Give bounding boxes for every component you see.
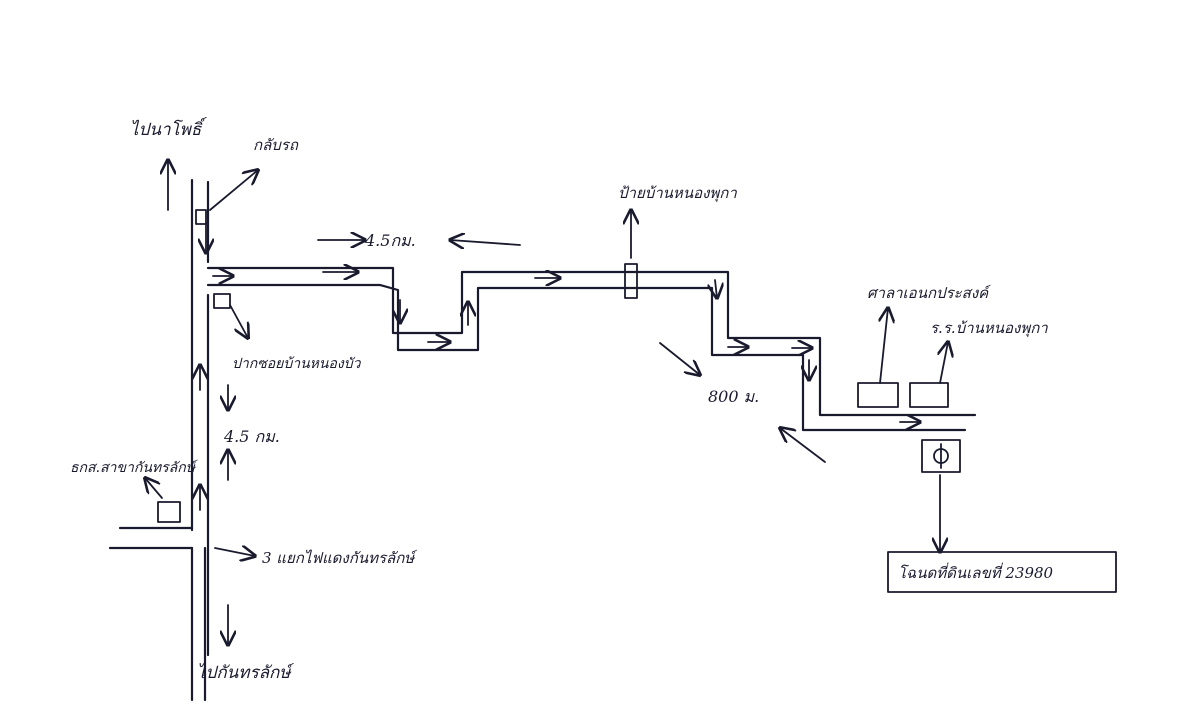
label-side-road-junction: ปากซอยบ้านหนองบัว <box>232 356 362 372</box>
label-to-north: ไปนาโพธิ์ <box>130 117 207 140</box>
label-facility-1: ศาลาเอนกประสงค์ <box>867 284 991 302</box>
map-labels: ไปนาโพธิ์ กลับรถ 4.5กม. ป้ายบ้านหนองพุกา… <box>70 117 1054 683</box>
label-village-sign: ป้ายบ้านหนองพุกา <box>618 184 737 202</box>
label-facility-2: ร.ร.บ้านหนองพุกา <box>930 319 1048 337</box>
label-distance-main-road: 4.5 กม. <box>223 427 280 446</box>
label-u-turn: กลับรถ <box>253 136 299 154</box>
distance-arrows <box>317 240 826 463</box>
map-symbols <box>157 209 961 523</box>
pointer-lines <box>145 170 948 556</box>
main-highway <box>190 178 210 702</box>
side-road <box>206 266 977 432</box>
label-distance-side-road: 4.5กม. <box>364 231 416 250</box>
label-to-south: ไปกันทรลักษ์ <box>197 662 295 683</box>
intersection-left-road <box>108 526 194 550</box>
direction-arrows <box>168 160 920 645</box>
label-distance-short: 800 ม. <box>708 387 759 406</box>
destination-box <box>887 551 1117 593</box>
land-plot-box <box>921 439 961 473</box>
village-sign-post <box>625 210 637 299</box>
facility-box-1 <box>857 382 899 408</box>
label-intersection-light: 3 แยกไฟแดงกันทรลักษ์ <box>262 549 418 567</box>
label-bank-branch: ธกส.สาขากันทรลักษ์ <box>70 459 198 476</box>
label-destination: โฉนดที่ดินเลขที่ 23980 <box>898 562 1054 582</box>
facility-box-2 <box>909 382 949 408</box>
